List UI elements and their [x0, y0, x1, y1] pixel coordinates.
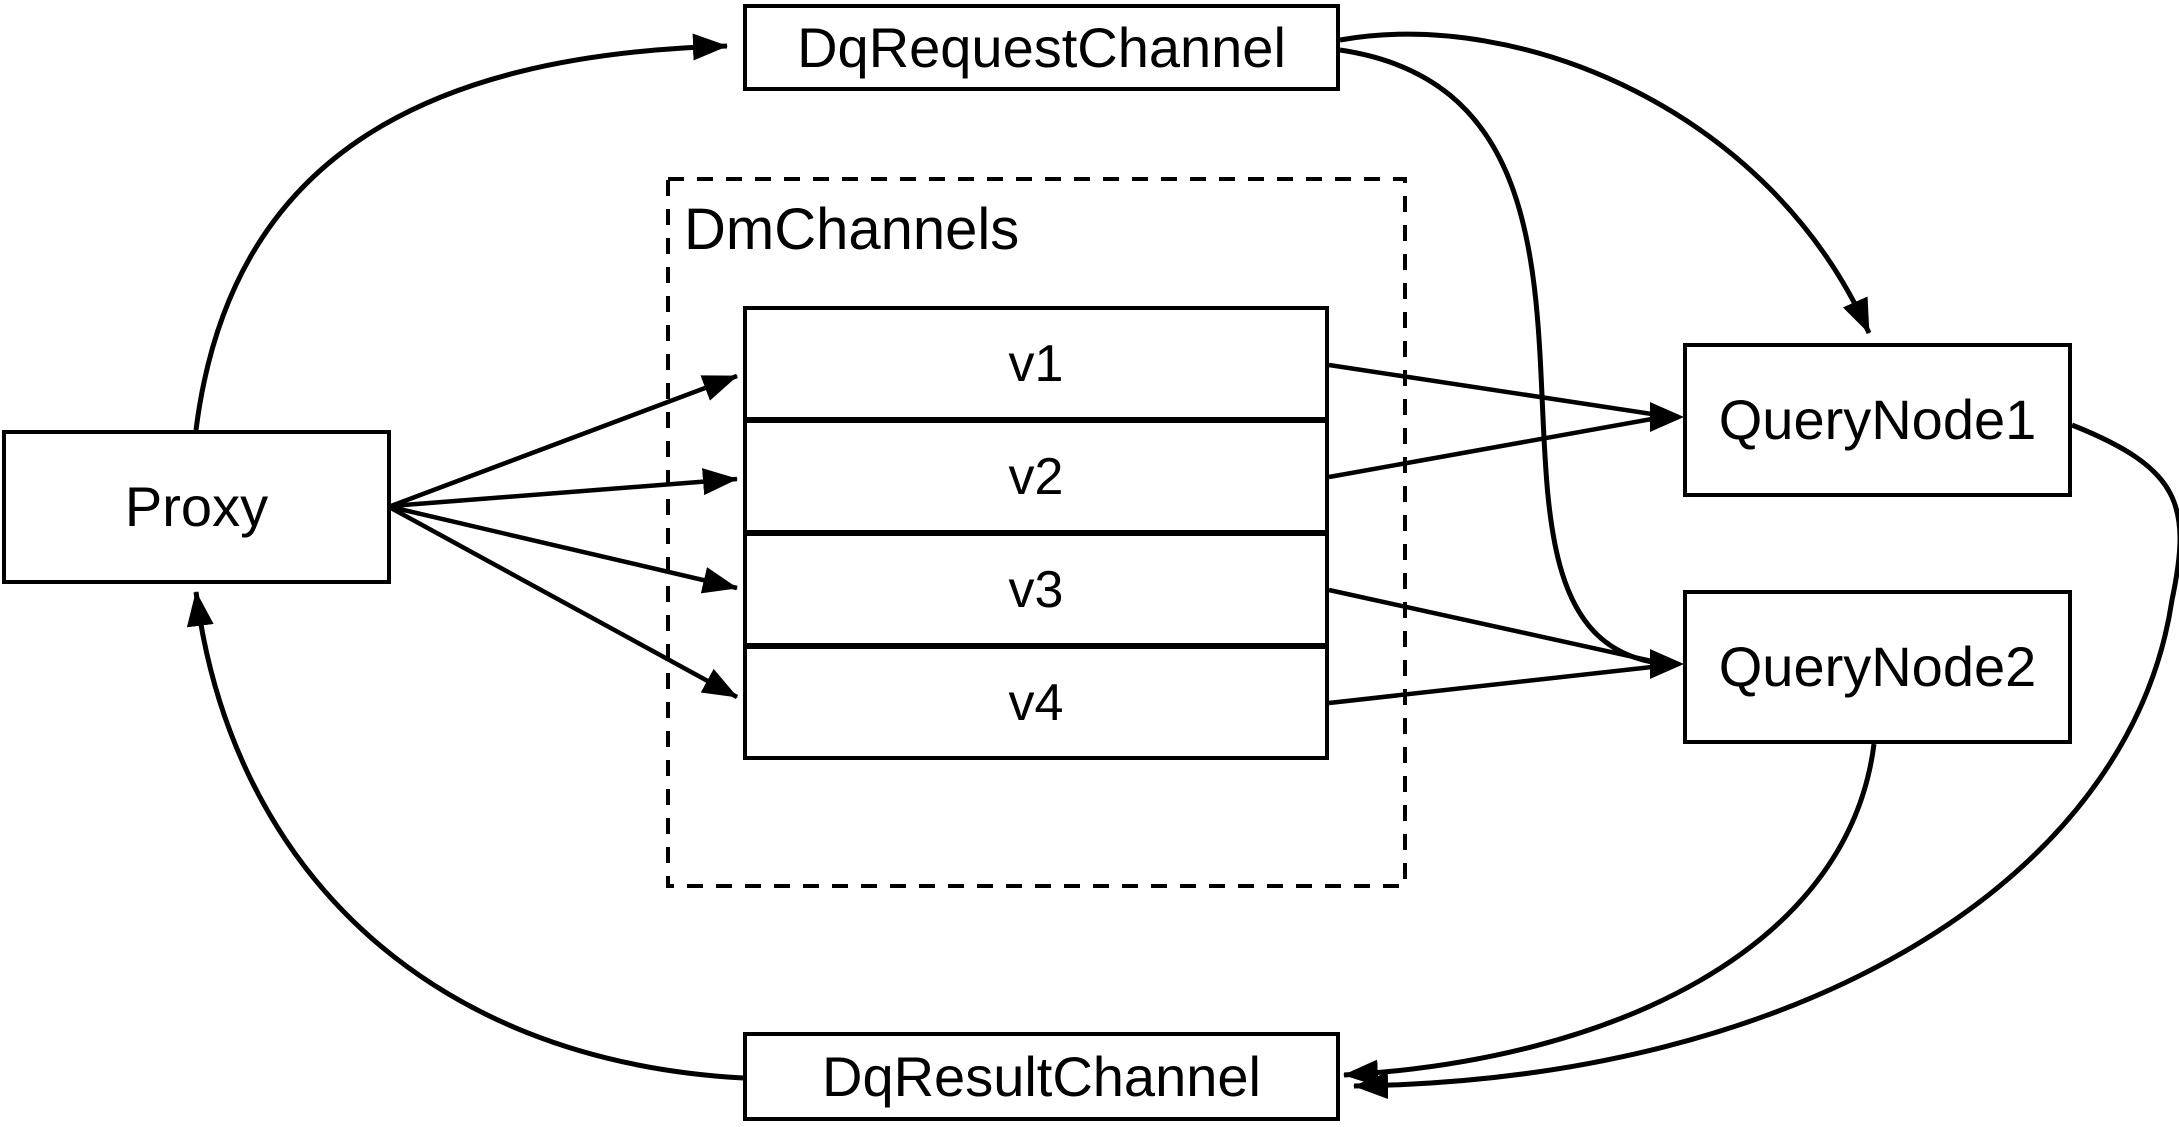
- channel-row-v4: v4: [747, 643, 1325, 756]
- proxy-label: Proxy: [124, 475, 269, 538]
- edge-v2-to-querynode1: [1328, 416, 1653, 480]
- edge-dqresultchannel-to-proxy: [186, 591, 744, 1081]
- edge-proxy-to-v1: [390, 373, 738, 509]
- channel-v1-label: v1: [1008, 334, 1064, 393]
- edge-querynode2-to-dqresultchannel: [1343, 743, 1877, 1087]
- node-query-node-2: QueryNode2: [1683, 590, 2072, 744]
- channel-v3-label: v3: [1008, 560, 1064, 619]
- edge-proxy-to-v3: [390, 504, 738, 594]
- dq-request-channel-label: DqRequestChannel: [797, 15, 1286, 79]
- arrowhead-querynode2-left: [1650, 649, 1684, 679]
- channel-row-v2: v2: [747, 417, 1325, 530]
- channel-v2-label: v2: [1008, 447, 1064, 506]
- node-dq-result-channel: DqResultChannel: [743, 1032, 1340, 1121]
- edge-dqrequestchannel-to-querynode1: [1339, 31, 1872, 335]
- arrowhead-querynode1-left: [1650, 402, 1684, 432]
- edge-v1-to-querynode1: [1328, 362, 1653, 417]
- dq-result-channel-label: DqResultChannel: [822, 1044, 1261, 1108]
- node-dq-request-channel: DqRequestChannel: [743, 4, 1340, 91]
- query-node-1-label: QueryNode1: [1718, 388, 2037, 451]
- channel-row-v3: v3: [747, 530, 1325, 643]
- edge-v3-to-querynode2: [1328, 587, 1653, 664]
- dm-channels-table: v1 v2 v3 v4: [743, 306, 1329, 760]
- channel-v4-label: v4: [1008, 673, 1064, 732]
- node-proxy: Proxy: [2, 430, 391, 584]
- edge-dqrequestchannel-to-querynode2: [1339, 47, 1653, 665]
- edge-querynode1-to-dqresultchannel: [1353, 422, 2179, 1100]
- edge-proxy-to-dqrequestchannel: [193, 33, 728, 431]
- dm-channels-label: DmChannels: [684, 197, 1020, 262]
- channel-row-v1: v1: [747, 310, 1325, 417]
- edge-v4-to-querynode2: [1328, 664, 1653, 706]
- dm-channels-group-box: [666, 177, 1407, 888]
- node-query-node-1: QueryNode1: [1683, 343, 2072, 497]
- edge-proxy-to-v4: [389, 506, 739, 699]
- query-node-2-label: QueryNode2: [1718, 635, 2037, 698]
- edge-proxy-to-v2: [390, 468, 738, 509]
